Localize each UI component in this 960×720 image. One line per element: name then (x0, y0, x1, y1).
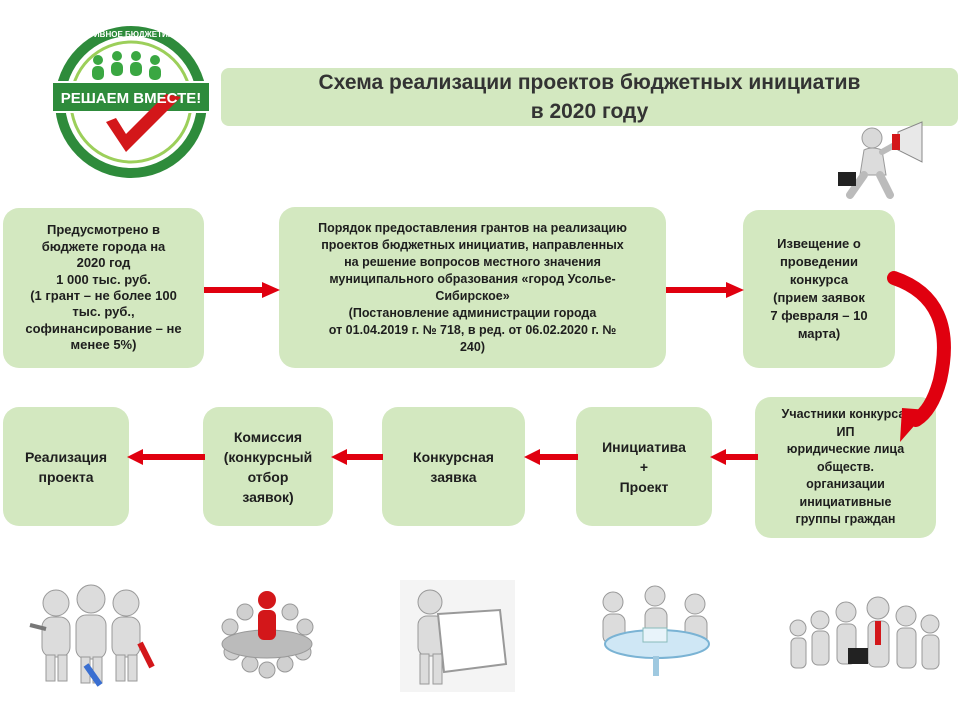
title-line-2: в 2020 году (530, 100, 649, 123)
commission-line: Комиссия (233, 428, 303, 445)
commission-line: отбор (247, 468, 289, 485)
application-line: заявка (430, 468, 477, 485)
realization-line: проекта (38, 468, 94, 485)
presenter-with-board-icon (400, 580, 515, 692)
logo-banner-text: РЕШАЕМ ВМЕСТЕ! (61, 90, 202, 107)
order-line: 240) (459, 339, 486, 354)
megaphone-man-icon (838, 121, 923, 199)
arrow-order-to-notice (666, 282, 744, 298)
realization-box: Реализация проекта (3, 407, 129, 526)
realization-line: Реализация (24, 448, 107, 465)
group-circle-icon (221, 591, 314, 679)
order-box: Порядок предоставления грантов на реализ… (279, 207, 666, 368)
arrow-budget-to-order (204, 282, 280, 298)
budget-box: Предусмотрено в бюджете города на 2020 г… (3, 208, 204, 368)
order-line: Порядок предоставления грантов на реализ… (318, 220, 627, 235)
arrow-notice-to-participants (887, 271, 951, 442)
diagram-title: Схема реализации проектов бюджетных иниц… (221, 68, 958, 126)
budget-line: 1 000 тыс. руб. (56, 271, 151, 287)
commission-line: заявок) (242, 488, 294, 505)
arrow-initiative-to-application (524, 449, 578, 465)
title-line-1: Схема реализации проектов бюджетных иниц… (318, 71, 861, 94)
order-line: Сибирское» (435, 288, 510, 303)
logo: ИНИЦИАТИВНОЕ БЮДЖЕТИРОВАНИЕ РЕШАЕМ ВМЕСТ… (51, 26, 211, 178)
budget-line: менее 5%) (70, 337, 137, 353)
notice-line: конкурса (789, 272, 849, 287)
participants-line: юридические лица (786, 442, 905, 457)
logo-arc-text: ИНИЦИАТИВНОЕ БЮДЖЕТИРОВАНИЕ (55, 30, 208, 39)
initiative-line: Проект (619, 478, 669, 495)
budget-line: 2020 год (76, 255, 131, 271)
order-line: муниципального образования «город Усолье… (329, 271, 616, 286)
participants-line: инициативные (799, 494, 892, 509)
order-line: на решение вопросов местного значения (344, 254, 601, 269)
notice-line: (прием заявок (773, 290, 865, 305)
notice-line: проведении (779, 254, 859, 269)
budget-line: тыс. руб., (72, 304, 135, 320)
notice-line: Извещение о (777, 236, 861, 251)
participants-line: Участники конкурса: (781, 407, 910, 422)
initiative-line: + (639, 458, 649, 475)
arrow-participants-to-initiative (710, 449, 758, 465)
crowd-leader-icon (789, 596, 940, 670)
notice-line: марта) (797, 326, 841, 341)
budget-line: софинансирование – не (25, 320, 182, 336)
order-line: проектов бюджетных инициатив, направленн… (321, 237, 624, 252)
arrow-application-to-commission (331, 449, 383, 465)
budget-line: бюджете города на (41, 238, 166, 254)
budget-line: Предусмотрено в (46, 222, 161, 238)
notice-line: 7 февраля – 10 (770, 308, 868, 323)
participants-line: ИП (836, 424, 855, 439)
initiative-line: Инициатива (602, 438, 686, 455)
application-line: Конкурсная (413, 448, 494, 465)
initiative-box: Инициатива + Проект (576, 407, 712, 526)
order-line: от 01.04.2019 г. № 718, в ред. от 06.02.… (328, 322, 617, 337)
arrow-commission-to-realization (127, 449, 205, 465)
participants-line: группы граждан (795, 512, 896, 527)
people-at-table-icon (602, 585, 710, 676)
participants-line: обществ. (817, 459, 874, 474)
commission-box: Комиссия (конкурсный отбор заявок) (203, 407, 333, 526)
order-line: (Постановление администрации города (348, 305, 597, 320)
commission-line: (конкурсный (223, 448, 313, 465)
budget-line: (1 грант – не более 100 (30, 288, 177, 303)
participants-line: организации (806, 477, 885, 492)
workers-with-tools-icon (29, 584, 155, 687)
notice-box: Извещение о проведении конкурса (прием з… (743, 210, 895, 368)
application-box: Конкурсная заявка (382, 407, 525, 526)
